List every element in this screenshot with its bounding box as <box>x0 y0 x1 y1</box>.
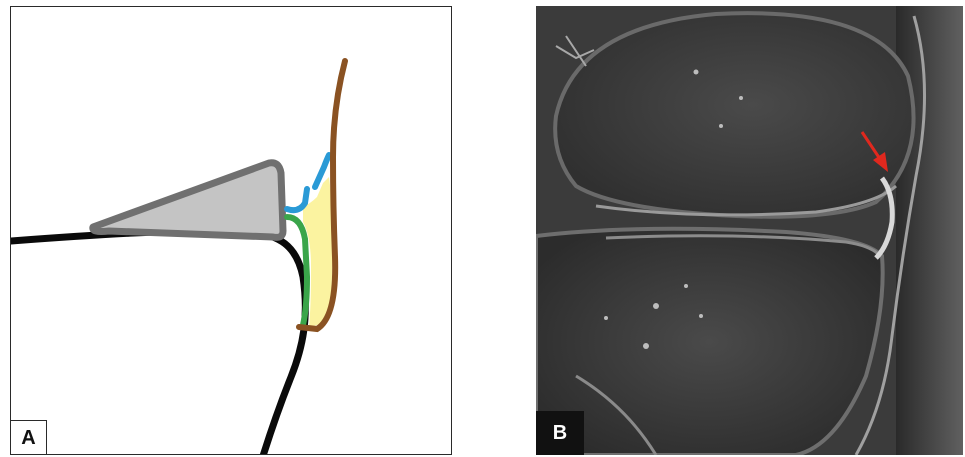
blue-structure-lower <box>287 189 307 210</box>
bone-outline <box>11 231 305 455</box>
mri-panel-b: B <box>536 6 963 455</box>
mri-image <box>536 6 963 455</box>
meniscus-wedge <box>93 163 283 238</box>
green-structure <box>287 217 307 325</box>
knee-schematic <box>11 7 452 455</box>
diagram-panel-a: A <box>10 6 452 455</box>
panel-label-b: B <box>536 411 584 455</box>
tibial-plateau <box>536 229 883 455</box>
femoral-condyle <box>555 13 913 217</box>
panel-label-a: A <box>11 420 47 454</box>
